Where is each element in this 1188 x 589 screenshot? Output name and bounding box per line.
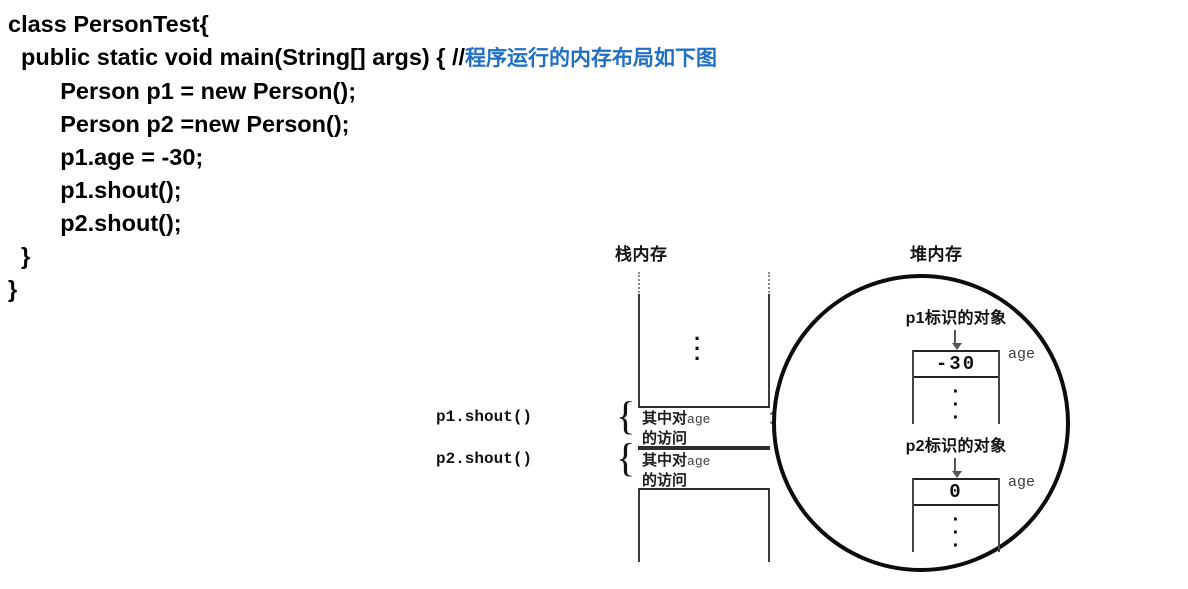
stack-frame-p1-line1-cn: 其中对 (642, 410, 688, 427)
code-text: p2.shout(); (8, 210, 182, 236)
heap-object-p1-ellipsis: · · · (914, 378, 998, 429)
comment-slashes: // (451, 44, 466, 70)
heap-object-p1: p1标识的对象 -30 · · · age (876, 304, 1036, 429)
heap-object-p2-age-label: age (1008, 474, 1036, 491)
heap-p1-dot-2: · (952, 394, 960, 416)
heap-circle (772, 274, 1070, 572)
code-text: class PersonTest{ (8, 11, 209, 37)
call-label-p2-shout: p2.shout() (436, 450, 533, 468)
code-line-class-decl: class PersonTest{ (8, 8, 1010, 41)
heap-object-p2-title: p2标识的对象 (905, 438, 1007, 455)
stack-frame-p2-text: 其中对age 的访问 (638, 450, 770, 490)
comment-text: 程序运行的内存布局如下图 (465, 47, 718, 70)
heap-object-p1-arrow-icon (952, 330, 962, 350)
stack-frame-p2-line1-cn: 其中对 (642, 452, 688, 469)
stack-frame-p2-line2-cn: 的访问 (642, 472, 688, 489)
stack-frame-p1-text: 其中对age 的访问 (638, 408, 770, 448)
heap-object-p1-age-value: -30 (914, 350, 998, 378)
stack-ellipsis-dot-3: · (694, 346, 702, 371)
stack-ellipsis-dot-2: · (694, 336, 702, 361)
heap-object-p2: p2标识的对象 0 · · · age (876, 432, 1036, 557)
code-text: public static void main(String[] args) { (8, 44, 452, 70)
heap-object-p2-age-value: 0 (914, 478, 998, 506)
heap-object-p2-fields: 0 · · · (912, 478, 1000, 557)
java-code-block: class PersonTest{ public static void mai… (0, 0, 1010, 306)
heap-object-p2-ellipsis: · · · (914, 506, 998, 557)
code-text: } (8, 276, 18, 302)
code-text: Person p1 = new Person(); (8, 78, 357, 104)
code-line-new-p2: Person p2 =new Person(); (8, 108, 1010, 141)
heap-p2-dot-2: · (952, 522, 960, 544)
heap-object-p2-arrow-icon (952, 458, 962, 478)
stack-frame-p1-line1-field: age (687, 412, 711, 427)
code-text: Person p2 =new Person(); (8, 111, 350, 137)
stack-ellipsis-dot-1: · (694, 326, 702, 351)
code-line-main-decl: public static void main(String[] args) {… (8, 41, 1010, 75)
call-label-p1-shout: p1.shout() (436, 408, 533, 426)
stack-frame-p2-line1-field: age (687, 454, 711, 469)
stack-frame-p2-shout: 其中对age 的访问 (638, 448, 770, 490)
stack-ellipsis: · · · (694, 326, 702, 371)
heap-object-p1-age-label: age (1008, 346, 1036, 363)
stack-wall-dotted-right (768, 272, 770, 296)
code-line-close-main: } (8, 240, 1010, 273)
stack-memory-title: 栈内存 (615, 245, 668, 264)
code-text: p1.shout(); (8, 177, 182, 203)
stack-frame-p1-line2-cn: 的访问 (642, 430, 688, 447)
heap-object-p1-title: p1标识的对象 (905, 310, 1007, 327)
heap-p1-dot-1: · (952, 381, 960, 403)
code-line-close-class: } (8, 273, 1010, 306)
heap-p2-dot-1: · (952, 509, 960, 531)
code-line-p1-shout: p1.shout(); (8, 174, 1010, 207)
heap-p2-dot-3: · (952, 535, 960, 557)
brace-p2: { (616, 435, 636, 480)
code-text: p1.age = -30; (8, 144, 204, 170)
code-line-p2-shout: p2.shout(); (8, 207, 1010, 240)
heap-object-p1-fields: -30 · · · (912, 350, 1000, 429)
heap-p1-dot-3: · (952, 407, 960, 429)
brace-p1: { (616, 393, 636, 438)
code-text: } (8, 243, 31, 269)
heap-memory-title: 堆内存 (910, 245, 963, 264)
code-line-set-age: p1.age = -30; (8, 141, 1010, 174)
stack-frame-p1-shout: 其中对age 的访问 (638, 406, 770, 448)
stack-wall-dotted-left (638, 272, 640, 296)
code-line-new-p1: Person p1 = new Person(); (8, 75, 1010, 108)
